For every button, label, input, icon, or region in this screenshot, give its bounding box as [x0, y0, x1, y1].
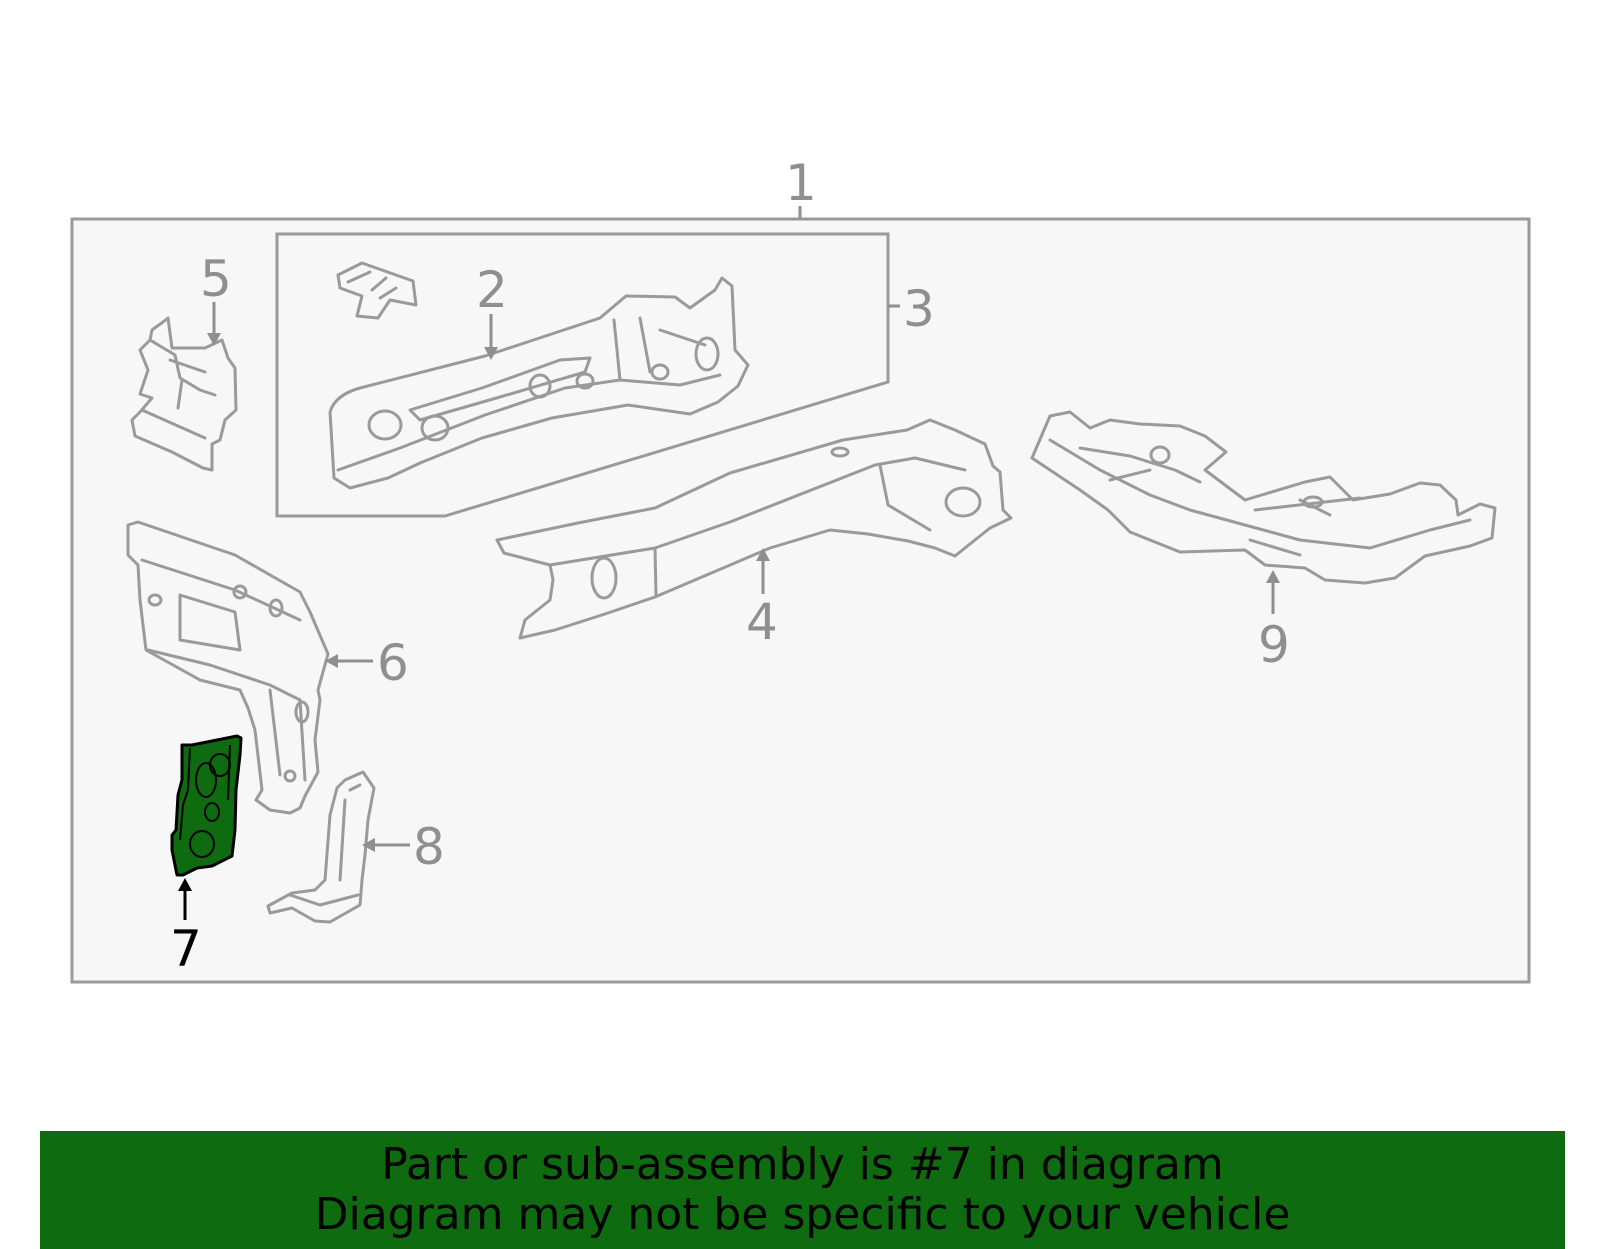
callout-6: 6 — [377, 634, 409, 692]
part-9-floor-rail — [1030, 410, 1497, 585]
callout-2: 2 — [476, 261, 508, 319]
callout-1: 1 — [785, 154, 817, 212]
part-4-frame-rail — [495, 418, 1013, 640]
callout-8-arrowhead — [362, 838, 375, 852]
callout-3: 3 — [903, 280, 935, 338]
callout-7: 7 — [170, 920, 202, 978]
callout-8: 8 — [413, 818, 445, 876]
callout-4: 4 — [746, 593, 778, 651]
callout-6-arrowhead — [325, 654, 338, 668]
callout-7-arrowhead — [178, 878, 192, 891]
banner-line-1: Part or sub-assembly is #7 in diagram — [381, 1139, 1224, 1190]
part-5-bracket — [130, 316, 238, 472]
part-6-panel — [126, 520, 330, 815]
callout-9-arrowhead — [1266, 570, 1280, 583]
part-2-rail — [328, 276, 750, 490]
callout-4-arrowhead — [756, 548, 770, 561]
callout-2-arrowhead — [484, 347, 498, 360]
info-banner: Part or sub-assembly is #7 in diagram Di… — [40, 1131, 1565, 1249]
part-8-bracket — [266, 770, 376, 924]
banner-line-2: Diagram may not be specific to your vehi… — [314, 1189, 1291, 1240]
part-7-highlighted[interactable] — [170, 734, 243, 877]
part-2-small-bracket — [336, 261, 418, 320]
callout-5-arrowhead — [207, 333, 221, 346]
callout-5: 5 — [200, 250, 232, 308]
callout-9: 9 — [1258, 616, 1290, 674]
